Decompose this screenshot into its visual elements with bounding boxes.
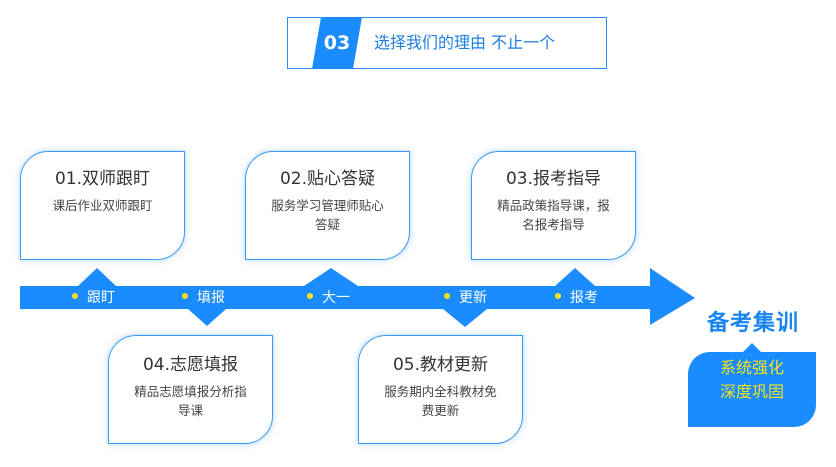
pointer-down-2 [443, 309, 487, 327]
card-02: 02.贴心答疑 服务学习管理师贴心答疑 [245, 151, 410, 260]
timeline-label-1: 跟盯 [72, 287, 115, 309]
card-desc: 精品政策指导课，报名报考指导 [497, 198, 610, 232]
timeline-arrow-body [20, 268, 695, 325]
pointer-up-1 [78, 268, 116, 286]
timeline-label-3: 大一 [307, 287, 350, 309]
card-desc: 精品志愿填报分析指导课 [134, 384, 247, 418]
card-04: 04.志愿填报 精品志愿填报分析指导课 [108, 335, 273, 444]
pointer-down-1 [188, 309, 226, 326]
timeline-label-5: 报考 [555, 287, 598, 309]
card-title: 01.双师跟盯 [54, 169, 151, 189]
card-title: 04.志愿填报 [142, 355, 239, 375]
final-tag-pointer [742, 343, 762, 353]
section-title: 选择我们的理由 不止一个 [374, 33, 556, 52]
section-number-badge: 03 [312, 17, 362, 69]
card-desc: 课后作业双师跟盯 [52, 198, 153, 213]
pointer-up-2 [304, 268, 358, 286]
card-desc: 服务期内全科教材免费更新 [384, 384, 497, 418]
bullet-dot [72, 293, 78, 299]
bullet-dot [182, 293, 188, 299]
final-title: 备考集训 [706, 311, 799, 336]
timeline-label-4: 更新 [444, 287, 487, 309]
card-title: 02.贴心答疑 [279, 169, 376, 189]
timeline-label-2: 填报 [182, 287, 225, 309]
card-title: 03.报考指导 [505, 169, 602, 189]
bullet-dot [555, 293, 561, 299]
card-desc: 服务学习管理师贴心答疑 [271, 198, 384, 232]
bullet-dot [444, 293, 450, 299]
card-05: 05.教材更新 服务期内全科教材免费更新 [358, 335, 523, 444]
bullet-dot [307, 293, 313, 299]
final-tag: 系统强化 深度巩固 [688, 352, 816, 427]
card-title: 05.教材更新 [392, 355, 489, 375]
final-line-1: 系统强化 [719, 358, 784, 377]
pointer-up-3 [555, 268, 595, 286]
card-01: 01.双师跟盯 课后作业双师跟盯 [20, 151, 185, 260]
card-03: 03.报考指导 精品政策指导课，报名报考指导 [471, 151, 636, 260]
final-line-2: 深度巩固 [719, 382, 784, 401]
